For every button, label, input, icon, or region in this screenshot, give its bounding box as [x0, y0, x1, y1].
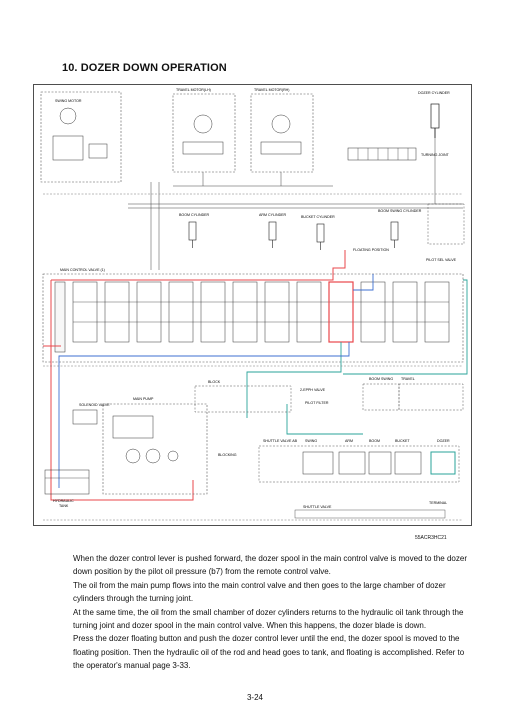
main-pump-box [102, 403, 208, 495]
boom-label: BOOM [369, 439, 380, 443]
turning-joint-label: TURNING JOINT [421, 153, 450, 157]
boom-cylinder-label: BOOM CYLINDER [179, 213, 210, 217]
figure-code: 55ACR3HC21 [415, 535, 447, 541]
terminal-label: TERMINAL [429, 501, 447, 505]
main-pump-label: MAIN PUMP [133, 397, 154, 401]
boom-swing-label: BOOM SWING [369, 377, 393, 381]
arm-cylinder-label: ARM CYLINDER [259, 213, 287, 217]
shuttle-valve-ab-label: SHUTTLE VALVE AB [263, 439, 298, 443]
block-label: BLOCK [208, 380, 221, 384]
dozer-rcv-highlight [430, 451, 456, 475]
main-control-valve-label: MAIN CONTROL VALVE (1) [60, 268, 105, 272]
hydraulic-circuit-diagram: TRAVEL MOTOR(LH) TRAVEL MOTOR(RH) SWING … [33, 84, 472, 526]
arm-label: ARM [345, 439, 353, 443]
section-title: 10. DOZER DOWN OPERATION [62, 62, 227, 74]
boom-swing-cylinder-label: BOOM SWING CYLINDER [378, 209, 422, 213]
shuttle-valve-label: SHUTTLE VALVE [303, 505, 332, 509]
return-lines [58, 274, 374, 488]
paragraph: Press the dozer floating button and push… [73, 634, 465, 671]
mcv-inlet-section [54, 281, 66, 353]
swing-motor-label: SWING MOTOR [55, 99, 82, 103]
swing-label: SWING [305, 439, 317, 443]
page-number: 3-24 [246, 693, 263, 702]
description-text: When the dozer control lever is pushed f… [73, 552, 471, 673]
hydraulic-tank-label-2: TANK [59, 504, 69, 508]
travel-label: TRAVEL [401, 377, 415, 381]
travel-motor-lh-label: TRAVEL MOTOR(LH) [176, 88, 211, 92]
dozer-label: DOZER [437, 439, 450, 443]
pilot-filter-label: PILOT FILTER [305, 401, 329, 405]
dozer-cylinder-symbol [430, 103, 440, 138]
mcv-spool-sections [72, 281, 450, 343]
floating-position-label: FLOATING POSITION [353, 248, 389, 252]
main-control-valve-box [42, 273, 464, 363]
travel-motor-rh-label: TRAVEL MOTOR(RH) [254, 88, 289, 92]
hydraulic-tank-label-1: HYDRAULIC [53, 499, 74, 503]
pressure-lines [43, 250, 346, 501]
paragraph: The oil from the main pump flows into th… [73, 580, 446, 604]
hydraulic-tank-box [44, 469, 90, 495]
two-epph-valve-label: 2-EPPH VALVE [300, 388, 326, 392]
dozer-cylinder-label: DOZER CYLINDER [418, 91, 450, 95]
pilot-lines [246, 279, 468, 435]
paragraph: When the dozer control lever is pushed f… [73, 554, 467, 577]
blocking-label: BLOCKING [218, 453, 237, 457]
turning-joint-box [347, 147, 417, 161]
bucket-cylinder-label: BUCKET CYLINDER [301, 215, 335, 219]
pilot-sel-valve-label: PILOT SEL VALVE [426, 258, 457, 262]
swing-motor-box [40, 91, 122, 183]
bucket-label: BUCKET [395, 439, 410, 443]
solenoid-valve-label: SOLENOID VALVE [79, 403, 110, 407]
paragraph: At the same time, the oil from the small… [73, 607, 464, 631]
